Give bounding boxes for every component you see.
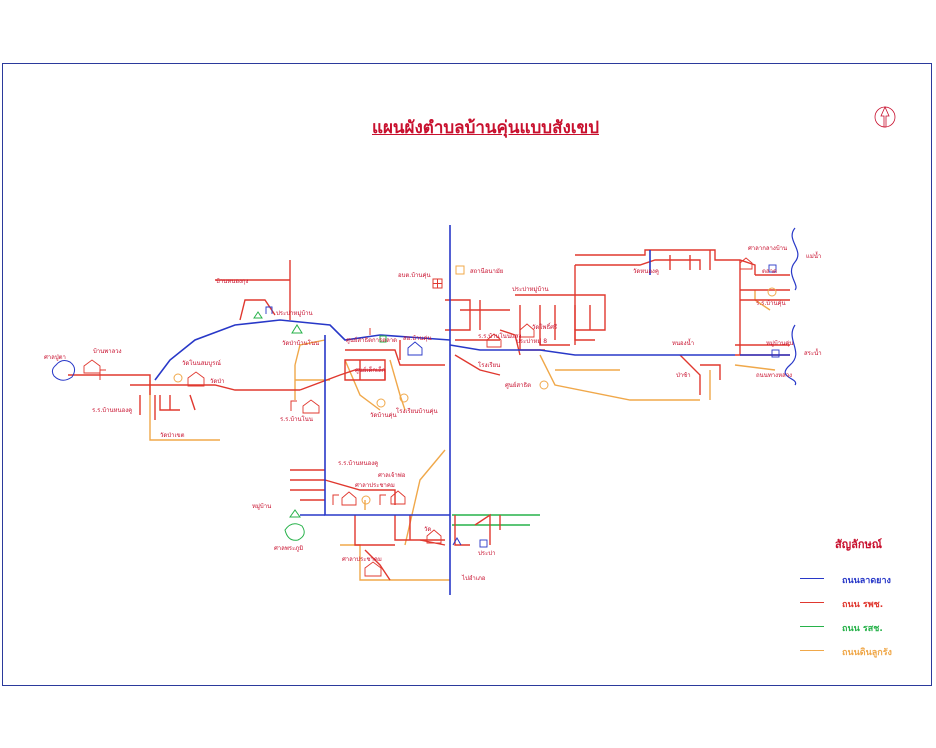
map-title: แผนผังตำบลบ้านคุ่นแบบสังเขป [372,118,599,138]
place-label: ศาลเจ้าพ่อ [378,472,406,479]
place-label: ประปา [478,550,496,557]
office-icon [379,335,387,343]
green-roads [452,514,540,526]
north-arrow-icon [874,106,896,128]
map-frame [2,63,932,686]
place-label: ร.ร.บ้านคุ่น [756,300,786,307]
legend-swatch [800,602,824,603]
place-label: อบต.บ้านคุ่น [398,272,431,279]
legend-swatch [800,650,824,651]
place-label: ตลาด [762,268,777,275]
place-label: ประปาหมู่บ้าน [276,310,313,317]
place-label: โรงเรียนบ้านคุ่น [396,408,438,415]
place-label: โรงเรียน [478,362,501,369]
blue-roads [154,225,790,595]
place-label: บ้านหนองกุง [216,278,249,285]
pond-icon [284,523,305,541]
place-label: วัดหนองคู [633,268,659,275]
legend-label: ถนน รสช. [842,624,883,634]
place-label: สอ.บ้านคุ่น [403,335,432,342]
place-label: ศาลพระภูมิ [274,545,304,552]
place-label: สระน้ำ [804,350,822,357]
place-label: วัดป่าบ้านโนน [282,340,320,347]
place-label: วัด [424,526,432,533]
place-label: ไปอำเภอ [462,575,486,582]
place-label: หมู่บ้าน [252,503,272,510]
temple-icons [253,311,303,518]
place-label: ร.ร.บ้านโนน [280,416,313,423]
place-label: สถานีอนามัย [470,268,504,275]
place-label: หนองน้ำ [672,340,695,347]
place-label: ร.ร.บ้านโนนแสง [478,333,522,340]
place-label: ป่าช้า [676,372,691,379]
legend-label: ถนนดินลูกรัง [842,648,892,658]
place-label: ประปาหมู่ 8 [516,338,548,345]
place-label: ร.ร.บ้านหนองคู [92,407,133,414]
place-label: แม่น้ำ [806,253,822,260]
arrow-up-icon [452,536,462,546]
place-label: ศาลาประชาคม [342,556,382,563]
place-label: ศูนย์สาธิตการตลาด [346,337,398,344]
place-label: หมู่บ้านคุ่น [766,340,794,347]
place-label: บ้านพาลวง [93,348,122,355]
laterite-roads [149,290,776,581]
building-icons [265,264,780,548]
marker-icons [173,265,777,505]
flag-icons [99,328,386,505]
place-label: ศาลปู่ตา [44,354,66,361]
place-label: วัดโนนสมบูรณ์ [182,360,221,367]
place-label: ถนนทางหลวง [756,372,793,379]
place-label: วัดบ้านคุ่น [370,412,397,419]
legend-label: ถนนลาดยาง [842,576,891,586]
place-label: วัดโพธิ์ศรี [532,324,558,331]
school-icons [83,257,753,577]
place-label: ศูนย์สาธิต [505,382,532,389]
place-label: วัดป่า [210,378,225,385]
legend-title: สัญลักษณ์ [835,538,882,551]
place-label: ศูนย์เด็กเล็ก [355,367,386,374]
legend-swatch [800,626,824,627]
legend-label: ถนน รพช. [842,600,884,610]
river-lines [784,227,799,386]
place-label: วัดป่าเขต [160,432,185,439]
place-label: ศาลากลางบ้าน [748,245,788,252]
place-label: ร.ร.บ้านหนองคู [338,460,379,467]
place-label: ศาลาประชาคม [355,482,395,489]
red-roads [68,249,790,581]
pond-icon [51,360,76,381]
legend-swatch [800,578,824,579]
place-label: ประปาหมู่บ้าน [512,286,549,293]
